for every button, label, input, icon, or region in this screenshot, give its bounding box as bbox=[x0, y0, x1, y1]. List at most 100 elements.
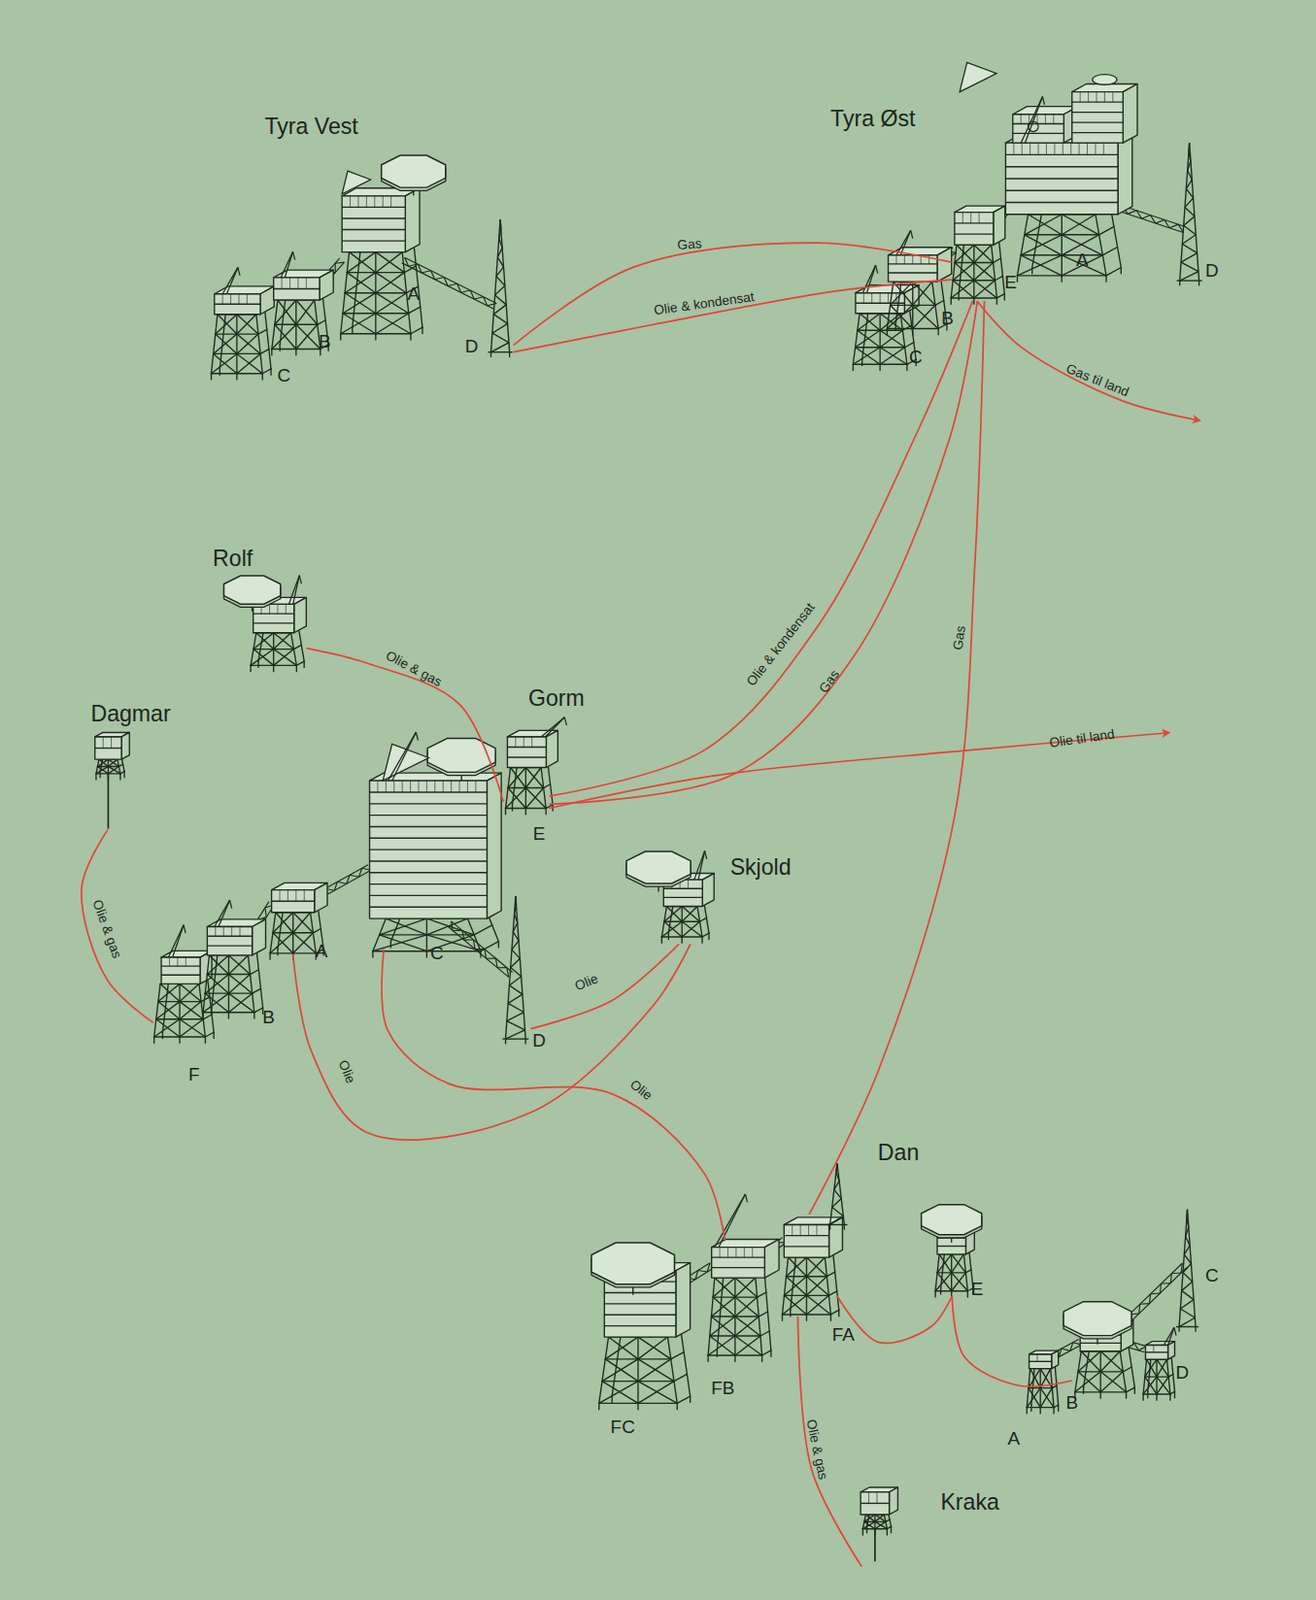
flare-member bbox=[493, 314, 507, 325]
jacket-member bbox=[806, 1295, 831, 1316]
deck-rib bbox=[863, 293, 865, 304]
jacket-member bbox=[506, 788, 527, 810]
crane bbox=[280, 251, 296, 278]
deck-floor bbox=[604, 1315, 676, 1316]
platform-deck bbox=[954, 205, 1006, 245]
deck-rib bbox=[295, 890, 297, 903]
bridge-member bbox=[495, 958, 498, 969]
jacket-member bbox=[107, 774, 109, 780]
deck-rib bbox=[719, 1248, 721, 1259]
flare-tower bbox=[487, 219, 512, 358]
platform-letter: D bbox=[1175, 1363, 1189, 1383]
crane-boom bbox=[214, 900, 231, 927]
deck-rib bbox=[1037, 1354, 1039, 1362]
flare-member bbox=[511, 949, 520, 959]
flare-member bbox=[1181, 243, 1197, 253]
jacket-member bbox=[806, 1257, 808, 1316]
jacket-member bbox=[1026, 1388, 1041, 1409]
deck-floor bbox=[370, 895, 488, 897]
jacket-member bbox=[525, 768, 543, 789]
jacket-member bbox=[201, 997, 210, 1003]
crane-boom bbox=[299, 575, 302, 584]
deck-rib bbox=[357, 196, 359, 208]
jacket-member bbox=[228, 955, 250, 976]
flare-member bbox=[505, 1039, 507, 1045]
platform-letter: B bbox=[318, 333, 332, 352]
deck-rib bbox=[285, 604, 287, 614]
platform-jacket bbox=[862, 1513, 891, 1536]
jacket-member bbox=[1061, 214, 1063, 276]
jacket-member bbox=[269, 933, 294, 954]
flare-member bbox=[832, 1198, 842, 1208]
jacket-member bbox=[505, 809, 507, 815]
deck-floor bbox=[663, 897, 703, 899]
deck-floor bbox=[370, 860, 488, 862]
jacket-member bbox=[258, 329, 268, 335]
platform: E bbox=[951, 203, 999, 302]
bridge-member bbox=[447, 283, 458, 286]
platform: FB bbox=[706, 1240, 768, 1358]
jacket-member bbox=[950, 244, 957, 299]
crane-boom bbox=[230, 900, 233, 909]
platform-jacket bbox=[599, 1330, 691, 1411]
flare-member bbox=[499, 219, 502, 230]
flare-member bbox=[1185, 1210, 1188, 1219]
flare-member bbox=[508, 977, 521, 986]
jacket-member bbox=[950, 280, 975, 299]
jacket-member bbox=[1004, 294, 1006, 301]
bridge-member bbox=[1159, 1283, 1161, 1294]
jacket-member bbox=[228, 975, 252, 995]
platform-deck bbox=[271, 882, 328, 912]
jacket-member bbox=[761, 1355, 763, 1362]
bridge-member bbox=[431, 270, 436, 280]
flare-member bbox=[508, 985, 523, 995]
platform-name: Rolf bbox=[212, 548, 253, 572]
jacket-member bbox=[667, 1337, 677, 1404]
platform-letter: D bbox=[465, 337, 479, 357]
bridge-member bbox=[1140, 1303, 1150, 1306]
jacket-member bbox=[830, 1310, 839, 1316]
jacket-member bbox=[967, 1291, 969, 1298]
jacket-member bbox=[179, 983, 200, 1002]
jacket-member bbox=[375, 272, 405, 294]
platform: E bbox=[929, 1204, 976, 1297]
bridge-member bbox=[404, 257, 498, 304]
deck-floor bbox=[370, 791, 488, 793]
deck-side bbox=[1117, 134, 1133, 215]
deck-floor bbox=[1029, 1361, 1052, 1363]
platform-letter: C bbox=[909, 347, 923, 367]
bridge-member bbox=[1058, 1349, 1062, 1358]
deck-rib bbox=[102, 737, 104, 749]
flare-member bbox=[836, 1163, 838, 1173]
deck-floor bbox=[271, 901, 315, 903]
jacket-member bbox=[638, 1337, 668, 1360]
jacket-member bbox=[1100, 1351, 1123, 1373]
crane-boom bbox=[694, 851, 706, 881]
jacket-member bbox=[1120, 267, 1122, 273]
platform-jacket bbox=[1143, 1357, 1175, 1402]
bridge-member bbox=[1170, 1274, 1172, 1284]
bridge-member bbox=[404, 257, 409, 267]
jacket-member bbox=[293, 933, 314, 954]
jacket-member bbox=[671, 1352, 684, 1360]
platform-jacket bbox=[950, 240, 1005, 304]
crane bbox=[714, 1194, 748, 1249]
flare-member bbox=[495, 295, 507, 305]
deck-rib bbox=[1062, 142, 1064, 155]
jacket-member bbox=[664, 906, 682, 922]
crane-boom bbox=[392, 732, 417, 781]
pipeline bbox=[513, 279, 952, 353]
bridge-member bbox=[497, 967, 507, 969]
flare-tower bbox=[826, 1163, 847, 1230]
jacket-member bbox=[895, 324, 897, 331]
jacket-member bbox=[123, 772, 125, 778]
jacket-member bbox=[781, 1315, 783, 1321]
jacket-member bbox=[375, 252, 403, 273]
jacket-member bbox=[935, 1273, 952, 1292]
flare-member bbox=[507, 1003, 524, 1013]
jacket-member bbox=[702, 933, 709, 938]
platform-letter: A bbox=[1008, 1430, 1021, 1450]
deck-rib bbox=[1021, 142, 1023, 155]
crane-boom bbox=[744, 1194, 747, 1203]
jacket-member bbox=[826, 1272, 835, 1278]
